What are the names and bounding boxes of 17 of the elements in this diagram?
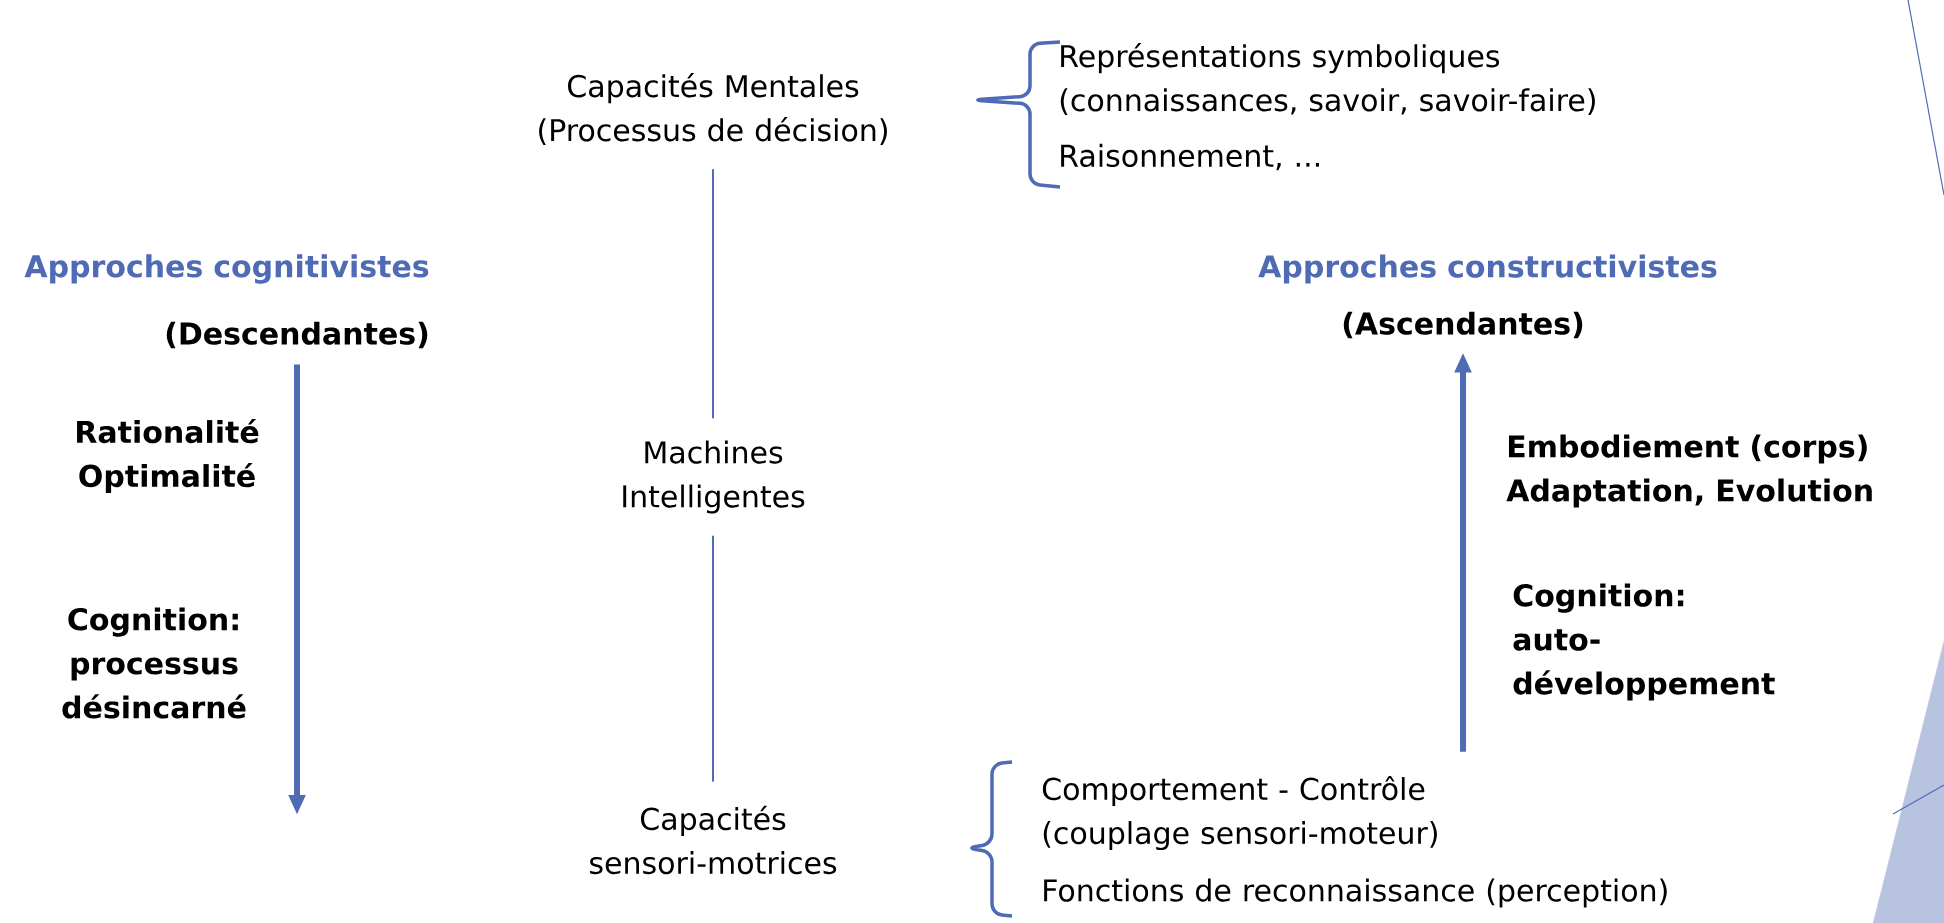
concept-text: Machines Intelligentes [623, 440, 805, 514]
approach-heading: Approches constructivistes [1258, 254, 1717, 284]
connector-line [712, 534, 714, 783]
bold-label: Cognition: auto-développement [1513, 583, 1775, 701]
concept-text: Représentations symboliques (connaissances, savoir, savoir-faire) [1060, 43, 1595, 115]
concept-text: Capacités sensori-motrices [590, 805, 837, 875]
approach-heading: Approches cognitivistes [24, 254, 429, 284]
concept-text: Comportement - Contrôle (couplage sensori-moteur) [1042, 775, 1437, 851]
connector-line [712, 168, 714, 420]
approach-subtitle: (Descendantes) [166, 321, 428, 349]
concept-text: Raisonnement, ... [1061, 143, 1319, 171]
approach-subtitle: (Ascendantes) [1343, 311, 1583, 339]
bold-label: Rationalité Optimalité [77, 418, 259, 494]
bold-label: Embodiement (corps) Adaptation, Evolution [1506, 434, 1872, 508]
concept-text: Fonctions de reconnaissance (perception) [1044, 878, 1667, 908]
bold-label: Cognition: processus désincarné [62, 607, 246, 719]
concept-text: Capacités Mentales (Processus de décision) [539, 73, 887, 145]
